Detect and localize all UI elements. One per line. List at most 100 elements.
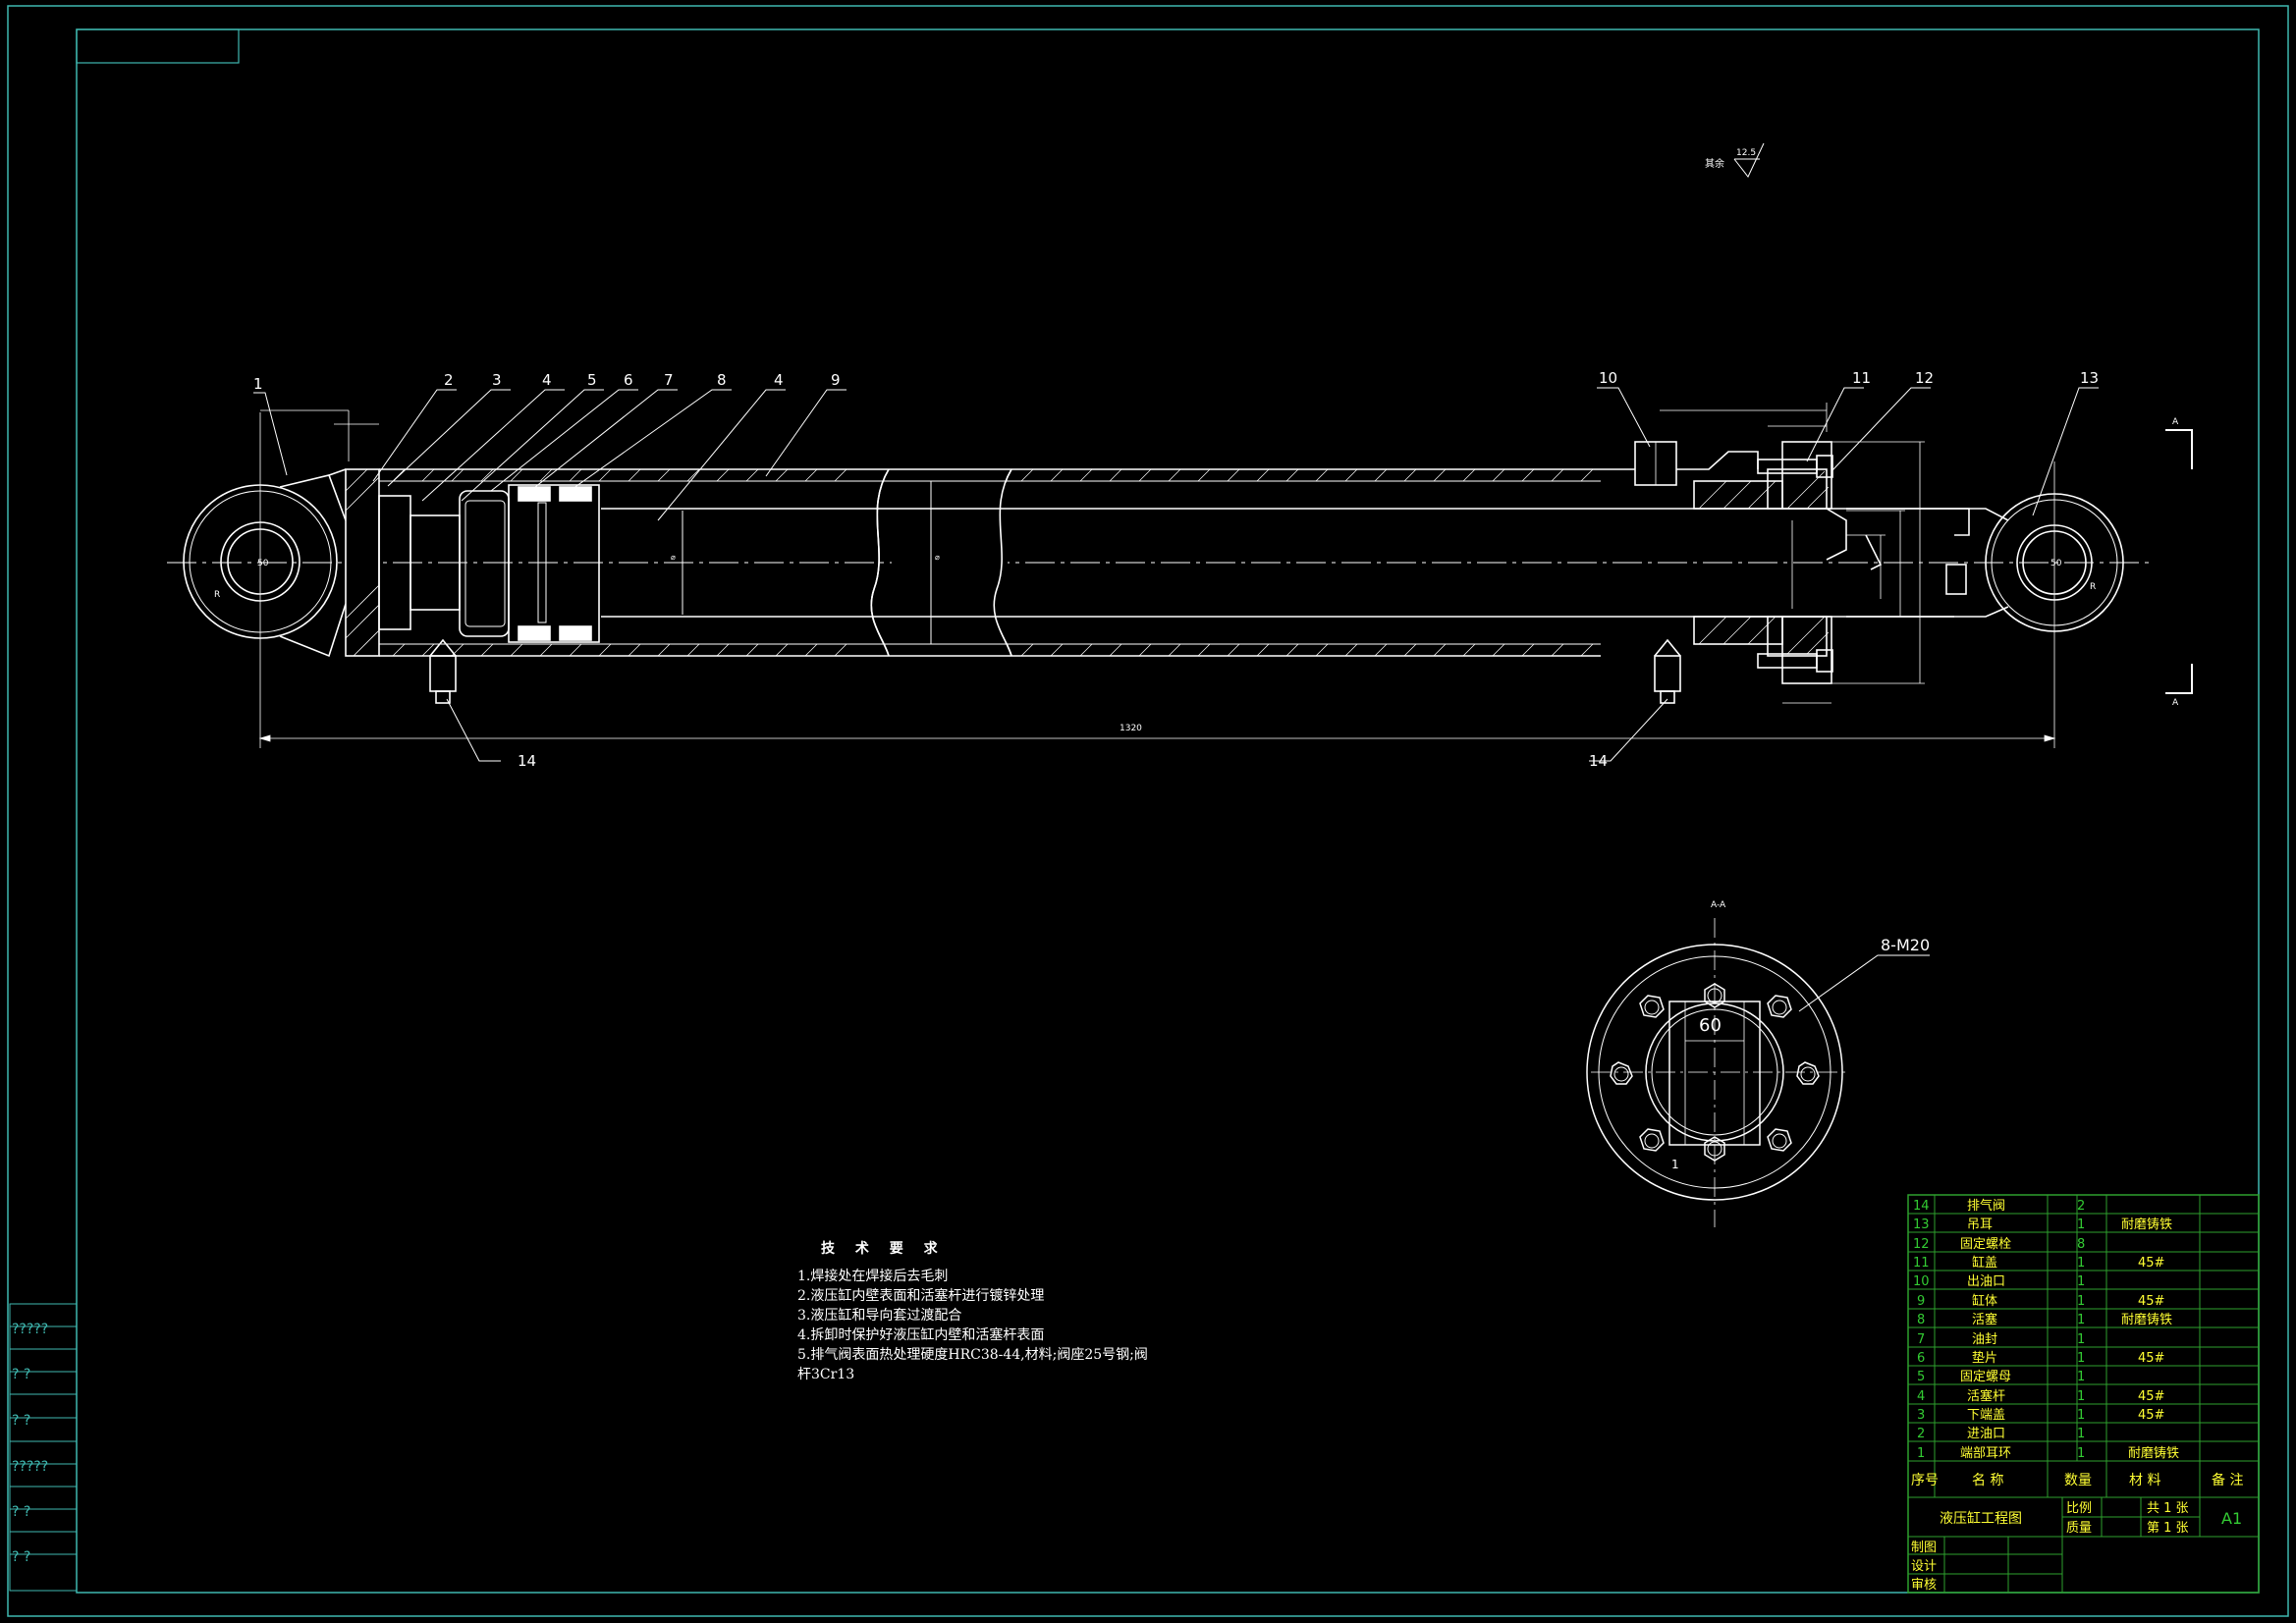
callout-2: 2 [444, 371, 454, 389]
svg-text:⌀: ⌀ [671, 553, 676, 562]
svg-text:油封: 油封 [1972, 1332, 1997, 1347]
bom-row-5: 5 固定螺母 1 [1917, 1370, 2085, 1384]
svg-text:耐磨铸铁: 耐磨铸铁 [2121, 1217, 2172, 1232]
svg-text:1: 1 [2077, 1351, 2085, 1366]
dimensions: 1320 [258, 403, 2056, 748]
svg-text:第 1 张: 第 1 张 [2147, 1521, 2189, 1536]
svg-text:缸盖: 缸盖 [1972, 1255, 1997, 1271]
callout-6: 6 [624, 371, 633, 389]
svg-text:固定螺母: 固定螺母 [1960, 1370, 2011, 1384]
svg-text:材 料: 材 料 [2129, 1473, 2160, 1488]
svg-text:45#: 45# [2138, 1351, 2164, 1366]
svg-text:1: 1 [2077, 1332, 2085, 1347]
svg-text:耐磨铸铁: 耐磨铸铁 [2121, 1312, 2172, 1327]
bom-table [1907, 1194, 2260, 1594]
callout-4b: 4 [774, 371, 784, 389]
svg-text:13: 13 [1913, 1217, 1930, 1232]
svg-text:14: 14 [1913, 1199, 1930, 1214]
overall-length: 1320 [1120, 724, 1142, 733]
svg-text:8: 8 [1917, 1313, 1925, 1327]
svg-text:比例: 比例 [2066, 1501, 2092, 1516]
svg-text:设计: 设计 [1911, 1559, 1937, 1574]
surface-finish-mark: 其余 12.5 [1705, 142, 1765, 178]
svg-text:垫片: 垫片 [1972, 1350, 1997, 1366]
svg-text:1: 1 [2077, 1274, 2085, 1289]
bom-row-10: 10 出油口 1 [1913, 1274, 2085, 1289]
drawing-title: 液压缸工程图 [1940, 1510, 2022, 1527]
svg-text:10: 10 [1913, 1274, 1930, 1289]
svg-text:缸体: 缸体 [1972, 1293, 1997, 1309]
callout-8: 8 [717, 371, 727, 389]
bom-row-11: 11 缸盖 1 45# [1913, 1255, 2164, 1271]
callout-11: 11 [1852, 369, 1871, 387]
svg-text:1: 1 [2077, 1217, 2085, 1232]
callout-5: 5 [587, 371, 597, 389]
callouts [253, 387, 2099, 762]
bolt-spec: 8-M20 [1881, 936, 1930, 954]
svg-text:序号: 序号 [1911, 1473, 1939, 1488]
svg-text:5: 5 [1917, 1370, 1925, 1384]
cylinder-assembly: 50 R [167, 441, 2151, 704]
bom-header: 序号 名 称 数量 材 料 备 注 [1911, 1472, 2243, 1488]
svg-text:备 注: 备 注 [2212, 1472, 2243, 1488]
svg-text:45#: 45# [2138, 1294, 2164, 1309]
svg-text:1: 1 [2077, 1408, 2085, 1423]
wall-hatch [392, 468, 1594, 657]
svg-text:制图: 制图 [1911, 1541, 1937, 1555]
callout-labels: 1 2 3 4 5 6 7 8 4 9 10 11 12 13 14 14 [253, 369, 2099, 770]
side-cell-6: ? ? [12, 1549, 30, 1565]
svg-text:7: 7 [1917, 1332, 1925, 1347]
callout-13: 13 [2080, 369, 2099, 387]
callout-10: 10 [1599, 369, 1617, 387]
bom-row-7: 7 油封 1 [1917, 1332, 2085, 1347]
sheet-size: A1 [2221, 1509, 2242, 1528]
svg-text:端部耳环: 端部耳环 [1960, 1446, 2011, 1461]
svg-text:进油口: 进油口 [1967, 1427, 2005, 1441]
svg-text:12.5: 12.5 [1736, 148, 1756, 158]
tech-req-line: 5.排气阀表面热处理硬度HRC38-44,材料;阀座25号钢;阀 [797, 1347, 1148, 1363]
svg-text:11: 11 [1913, 1256, 1930, 1271]
svg-text:1: 1 [2077, 1256, 2085, 1271]
svg-text:45#: 45# [2138, 1256, 2164, 1271]
callout-4: 4 [542, 371, 552, 389]
svg-text:12: 12 [1913, 1237, 1930, 1252]
svg-text:出油口: 出油口 [1967, 1274, 2005, 1289]
svg-text:8: 8 [2077, 1237, 2085, 1252]
tech-req-line: 4.拆卸时保护好液压缸内壁和活塞杆表面 [797, 1327, 1045, 1343]
svg-text:2: 2 [1917, 1427, 1925, 1441]
svg-text:1: 1 [2077, 1427, 2085, 1441]
svg-text:6: 6 [1917, 1351, 1925, 1366]
section-dim-60: 60 [1699, 1015, 1722, 1036]
svg-text:耐磨铸铁: 耐磨铸铁 [2128, 1445, 2179, 1461]
callout-7: 7 [664, 371, 674, 389]
svg-text:活塞杆: 活塞杆 [1967, 1388, 2005, 1404]
tech-req-line: 2.液压缸内壁表面和活塞杆进行镀锌处理 [797, 1288, 1045, 1304]
side-cell-1: ????? [12, 1322, 48, 1337]
side-cell-4: ????? [12, 1459, 48, 1475]
svg-text:排气阀: 排气阀 [1967, 1198, 2005, 1214]
tech-req-title: 技 术 要 求 [821, 1241, 946, 1257]
svg-text:4: 4 [1917, 1389, 1925, 1404]
svg-text:45#: 45# [2138, 1389, 2164, 1404]
svg-text:50: 50 [2050, 559, 2062, 568]
svg-text:数量: 数量 [2064, 1473, 2092, 1488]
svg-text:⌀: ⌀ [935, 553, 940, 562]
svg-text:2: 2 [2077, 1199, 2085, 1214]
inner-frame [76, 28, 2260, 1594]
side-cell-2: ? ? [12, 1367, 30, 1382]
svg-text:A: A [2172, 698, 2179, 708]
svg-text:共 1 张: 共 1 张 [2147, 1501, 2189, 1516]
technical-requirements: 技 术 要 求 1.焊接处在焊接后去毛刺 2.液压缸内壁表面和活塞杆进行镀锌处理… [797, 1239, 1171, 1384]
section-a-a-view: A-A 60 1 [1586, 900, 1930, 1227]
svg-text:审核: 审核 [1911, 1578, 1937, 1593]
bom-row-14: 14 排气阀 2 [1913, 1198, 2085, 1214]
svg-text:1: 1 [2077, 1370, 2085, 1384]
bom-row-6: 6 垫片 1 45# [1917, 1350, 2164, 1366]
